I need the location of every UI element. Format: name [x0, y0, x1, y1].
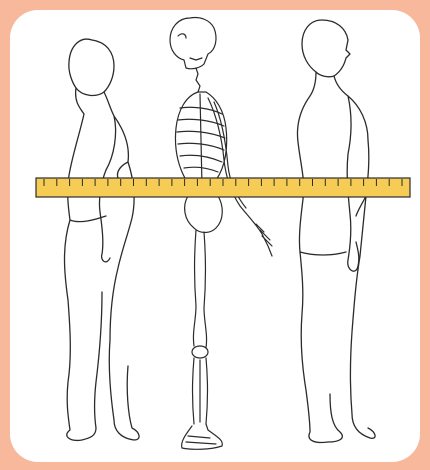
body-figures-illustration	[10, 10, 420, 462]
measuring-tape	[36, 178, 410, 197]
female-figure	[65, 39, 140, 440]
skeleton-figure	[170, 17, 272, 449]
male-figure	[298, 20, 376, 443]
illustration-panel	[10, 10, 420, 462]
